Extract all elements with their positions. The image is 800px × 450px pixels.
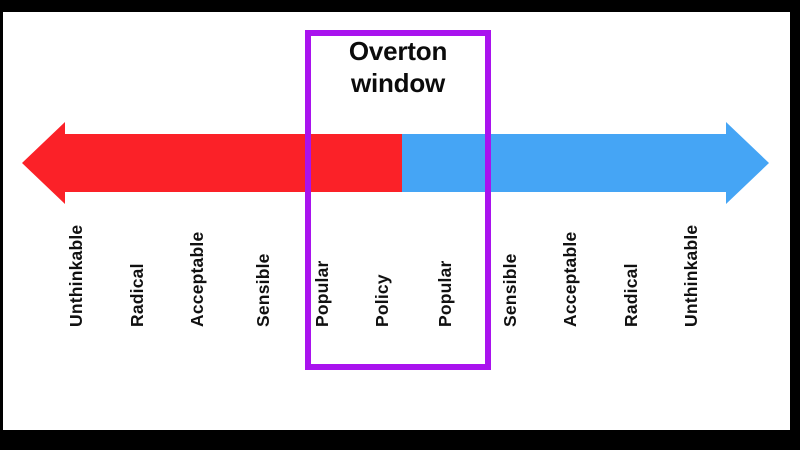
overton-window-title-line-2: window: [350, 67, 446, 98]
spectrum-label-popular-left: Popular: [312, 260, 332, 327]
overton-window-title: Overton window: [305, 36, 491, 99]
label-slot-acceptable-left: Acceptable: [187, 197, 228, 327]
label-slot-radical-left: Radical: [127, 197, 168, 327]
spectrum-label-unthinkable-right: Unthinkable: [681, 224, 701, 327]
spectrum-label-popular-right: Popular: [435, 260, 455, 327]
label-slot-sensible-left: Sensible: [253, 197, 294, 327]
label-slot-policy: Policy: [372, 197, 413, 327]
label-slot-popular-left: Popular: [312, 197, 353, 327]
label-slot-acceptable-right: Acceptable: [560, 197, 601, 327]
spectrum-label-acceptable-right: Acceptable: [560, 231, 580, 327]
spectrum-label-radical-left: Radical: [127, 263, 147, 327]
spectrum-label-sensible-right: Sensible: [500, 253, 520, 327]
label-slot-sensible-right: Sensible: [500, 197, 541, 327]
label-slot-unthinkable-left: Unthinkable: [66, 197, 107, 327]
spectrum-label-radical-right: Radical: [621, 263, 641, 327]
spectrum-label-unthinkable-left: Unthinkable: [66, 224, 86, 327]
label-slot-popular-right: Popular: [435, 197, 476, 327]
overton-window-title-line-1: Overton: [348, 36, 448, 66]
spectrum-label-policy: Policy: [372, 274, 392, 327]
overton-window-box: [305, 30, 491, 370]
label-slot-radical-right: Radical: [621, 197, 662, 327]
spectrum-label-sensible-left: Sensible: [253, 253, 273, 327]
figure-canvas: Overton window Unthinkable Radical Accep…: [3, 12, 790, 430]
spectrum-label-acceptable-left: Acceptable: [187, 231, 207, 327]
label-slot-unthinkable-right: Unthinkable: [681, 197, 722, 327]
